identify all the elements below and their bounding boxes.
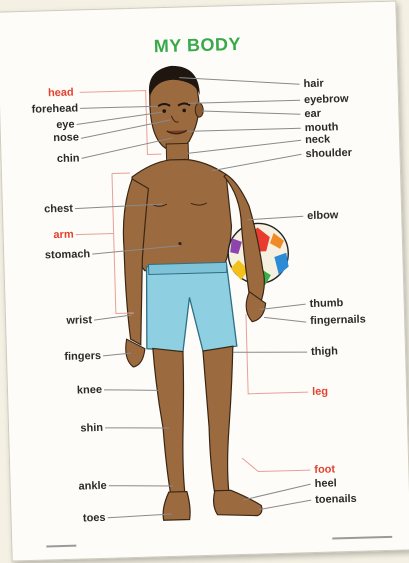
label-forehead: forehead (32, 102, 79, 115)
head-drawing (148, 65, 204, 150)
label-toes: toes (83, 512, 106, 525)
label-thumb: thumb (310, 297, 344, 310)
label-eyebrow: eyebrow (304, 93, 349, 106)
label-fingers: fingers (64, 350, 101, 363)
label-stomach: stomach (45, 248, 91, 261)
label-thigh: thigh (311, 345, 338, 358)
label-neck: neck (305, 133, 330, 146)
label-heel: heel (315, 477, 337, 490)
label-elbow: elbow (307, 209, 338, 222)
label-hair: hair (303, 78, 324, 91)
label-knee: knee (77, 384, 102, 397)
label-eye: eye (56, 119, 75, 132)
label-head: head (48, 87, 74, 100)
label-arm: arm (53, 229, 74, 242)
label-ear: ear (304, 108, 321, 120)
label-shoulder: shoulder (305, 147, 352, 160)
label-wrist: wrist (66, 314, 92, 327)
label-nose: nose (53, 131, 79, 144)
label-chin: chin (57, 152, 80, 165)
label-leg: leg (312, 386, 328, 398)
label-chest: chest (44, 203, 73, 216)
label-mouth: mouth (305, 121, 339, 134)
label-foot: foot (314, 463, 335, 476)
label-fingernails: fingernails (310, 314, 366, 328)
label-ankle: ankle (78, 480, 106, 493)
label-toenails: toenails (315, 493, 357, 506)
label-shin: shin (80, 422, 103, 435)
